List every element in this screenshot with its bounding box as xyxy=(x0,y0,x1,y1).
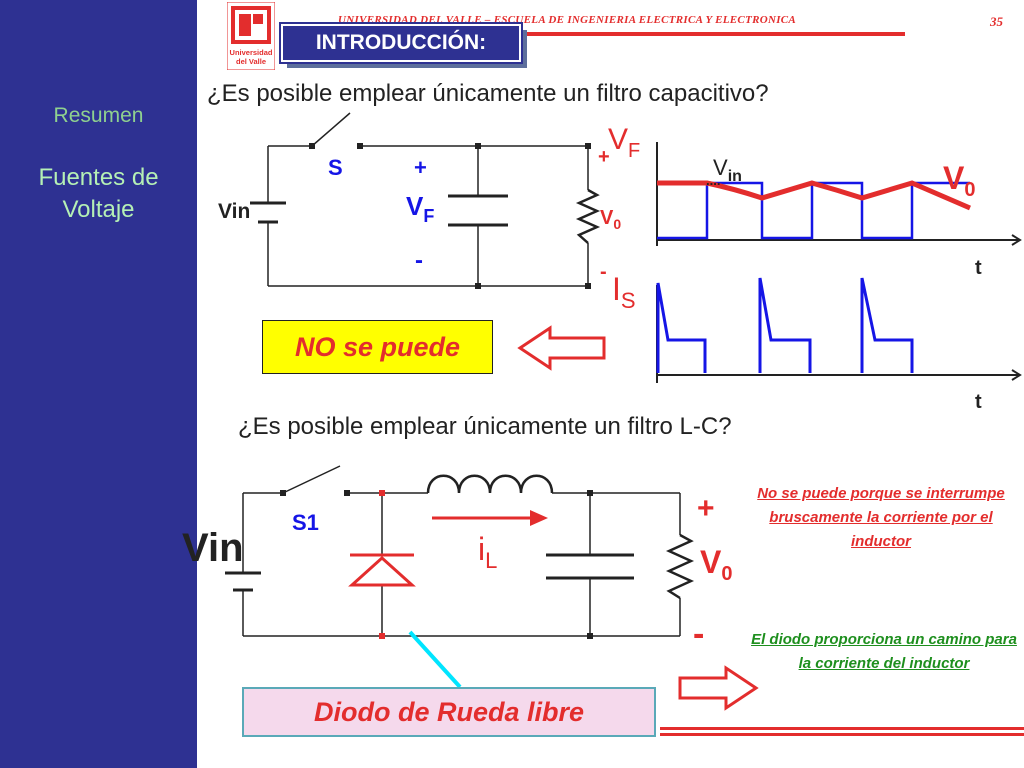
circuit-2-minus: - xyxy=(693,615,704,653)
circuit-1-vf-main: V xyxy=(406,191,424,221)
diode xyxy=(348,553,416,587)
circuit-2-il-sub: L xyxy=(485,548,497,573)
logo-text-1: Universidad xyxy=(230,48,273,57)
title-box: INTRODUCCIÓN: xyxy=(281,24,521,62)
footer-line-1 xyxy=(660,727,1024,730)
circuit-1-nodes xyxy=(309,143,591,289)
waveform-1-axes xyxy=(656,142,1022,246)
sidebar-item-resumen[interactable]: Resumen xyxy=(53,104,144,127)
no-se-puede-callout: NO se puede xyxy=(262,320,493,374)
waveform-1-vf-sub: F xyxy=(628,140,640,162)
circuit-2-vin-label: Vin xyxy=(182,526,244,570)
question-1: ¿Es posible emplear únicamente un filtro… xyxy=(207,80,769,107)
waveform-1-vf-label: VF xyxy=(608,123,640,162)
circuit-1-vin-label: Vin xyxy=(218,200,250,223)
sidebar-item-label-line1: Fuentes de xyxy=(38,164,159,191)
circuit-2-v0-label: V0 xyxy=(700,544,732,585)
sidebar-item-label-line2: Voltaje xyxy=(62,196,135,223)
waveform-1-v0-label: V0 xyxy=(943,160,975,201)
circuit-2-switch-label: S1 xyxy=(292,510,319,535)
waveform-1-minus: - xyxy=(600,261,607,283)
question-2: ¿Es posible emplear únicamente un filtro… xyxy=(238,413,732,440)
circuit-2-il-label: iL xyxy=(478,531,497,573)
page-number: 35 xyxy=(990,14,1003,29)
note-inductor-interrupt: No se puede porque se interrumpe bruscam… xyxy=(757,485,1005,550)
note-diode-path: El diodo proporciona un camino para la c… xyxy=(751,631,1017,672)
current-arrow xyxy=(432,510,548,526)
callout-pointer xyxy=(408,630,462,689)
circuit-2-il-main: i xyxy=(478,531,485,567)
circuit-1-switch-label: S xyxy=(328,155,343,180)
circuit-1-v0-main: V xyxy=(600,207,614,229)
sidebar xyxy=(0,0,197,768)
circuit-1-capacitor xyxy=(448,194,508,227)
circuit-1 xyxy=(267,112,601,287)
header-divider xyxy=(330,32,905,36)
waveform-1-vin-dots: .... xyxy=(706,173,720,188)
waveform-1-plus: + xyxy=(598,146,610,168)
circuit-1-vf-sub: F xyxy=(423,206,434,226)
arrow-right-icon xyxy=(678,665,759,711)
waveform-2-is-pulses xyxy=(656,277,914,373)
circuit-2 xyxy=(242,465,695,637)
waveform-1-v0-main: V xyxy=(943,160,965,196)
diodo-rueda-libre-callout: Diodo de Rueda libre xyxy=(242,687,656,737)
circuit-2-battery xyxy=(225,571,261,592)
circuit-2-capacitor xyxy=(546,553,634,580)
arrow-left-icon xyxy=(517,325,606,371)
footer-divider xyxy=(660,727,1024,737)
waveform-2-axes xyxy=(656,285,1022,383)
waveform-1-v0-curve xyxy=(657,180,971,211)
inductor-coil xyxy=(426,474,554,494)
university-logo: Universidad del Valle xyxy=(227,2,275,70)
circuit-1-v0-label: V0 xyxy=(600,207,621,232)
waveform-1-vin-label: Vin xyxy=(713,155,742,185)
waveform-1-vf-main: V xyxy=(608,123,628,156)
circuit-1-plus: + xyxy=(414,155,427,180)
footer-line-2 xyxy=(660,733,1024,736)
circuit-2-v0-main: V xyxy=(700,544,722,580)
circuit-1-minus: - xyxy=(415,247,423,274)
waveform-2-is-sub: S xyxy=(621,288,636,313)
waveform-1-v0-sub: 0 xyxy=(964,179,975,201)
waveform-2-is-label: IS xyxy=(612,271,636,313)
circuit-2-v0-sub: 0 xyxy=(721,563,732,585)
circuit-2-plus: + xyxy=(697,492,715,525)
sidebar-item-fuentes-de-voltaje[interactable]: Fuentes de Voltaje xyxy=(0,162,197,226)
circuit-1-v0-sub: 0 xyxy=(613,216,621,232)
logo-text-2: del Valle xyxy=(236,57,266,66)
waveform-2-t-label: t xyxy=(975,391,982,413)
waveform-1-t-label: t xyxy=(975,257,982,279)
circuit-1-vf-label: VF xyxy=(406,191,434,226)
waveform-1-vin-main: V xyxy=(713,155,728,180)
waveform-1-vin-sub: in xyxy=(728,168,742,185)
header-university-text: UNIVERSIDAD DEL VALLE – ESCUELA DE INGEN… xyxy=(338,14,797,26)
waveform-2-is-main: I xyxy=(612,271,621,307)
circuit-1-battery xyxy=(250,201,286,224)
circuit-2-nodes xyxy=(280,490,593,639)
waveform-1-vin-pulses xyxy=(657,181,970,240)
